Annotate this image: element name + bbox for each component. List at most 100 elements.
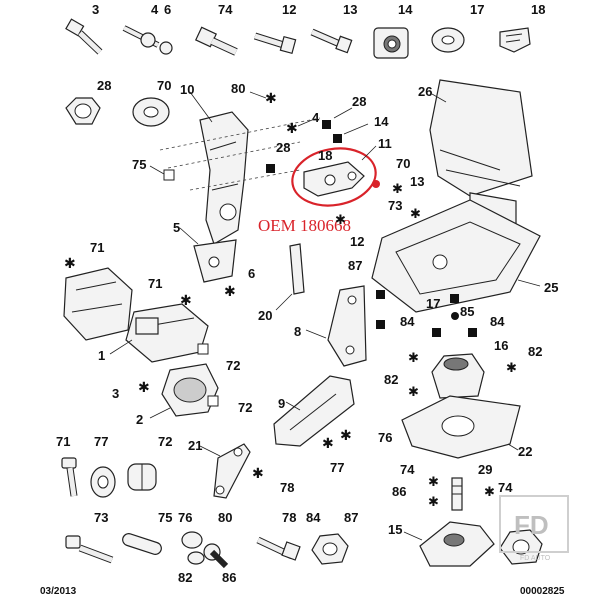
- label-74b: 74: [498, 480, 513, 495]
- engine-bracket-10: 10: [159, 82, 321, 245]
- svg-text:✱: ✱: [224, 283, 236, 299]
- mount-2: ✱ 3 2 72: [112, 363, 252, 427]
- square-marker-icon: [376, 290, 385, 299]
- label-8: 8: [294, 324, 301, 339]
- stud-icon: [122, 25, 173, 55]
- bar-20: 20: [258, 243, 305, 323]
- svg-text:✱: ✱: [408, 350, 419, 365]
- svg-text:✱: ✱: [410, 206, 421, 221]
- label-20: 20: [258, 308, 272, 323]
- label-21: 21: [188, 438, 202, 453]
- label-25: 25: [544, 280, 558, 295]
- label-28c: 28: [276, 140, 290, 155]
- label-71b: 71: [148, 276, 162, 291]
- svg-text:✱: ✱: [340, 427, 352, 443]
- bolt-80: 80 86: [203, 510, 236, 585]
- nut-84-87: 84 87: [306, 510, 358, 565]
- label-71c: 71: [56, 434, 70, 449]
- svg-text:✱: ✱: [252, 465, 264, 481]
- label-9: 9: [278, 396, 285, 411]
- svg-text:✱: ✱: [64, 255, 76, 271]
- svg-text:✱: ✱: [484, 484, 495, 499]
- label-16: 16: [494, 338, 508, 353]
- label-14: 14: [398, 2, 413, 17]
- svg-text:✱: ✱: [428, 474, 439, 489]
- bolt-71: 71: [56, 434, 78, 497]
- label-85: 85: [460, 304, 474, 319]
- svg-text:✱: ✱: [180, 292, 192, 308]
- spacer-76: 76 82: [178, 510, 205, 585]
- label-28b: 28: [352, 94, 366, 109]
- label-2: 2: [136, 412, 143, 427]
- label-70: 70: [157, 78, 171, 93]
- svg-text:✱: ✱: [408, 384, 419, 399]
- mount-bracket-1: 1 72: [98, 303, 240, 373]
- svg-text:✱: ✱: [322, 435, 334, 451]
- bolt-icon: [253, 32, 297, 55]
- square-marker-icon: 28: [266, 140, 290, 173]
- svg-text:✱: ✱: [506, 360, 517, 375]
- washer-70: 70: [132, 78, 171, 127]
- label-75b: 75: [158, 510, 172, 525]
- bracket-5: 5 ✱ 6: [173, 220, 255, 299]
- bushing-77: 77: [90, 434, 116, 498]
- square-marker-icon: [468, 328, 477, 337]
- square-marker-icon: 14: [333, 114, 389, 143]
- arm-9: 9 ✱ 76 ✱ 77: [273, 375, 392, 475]
- star-marker-icon: ✱ 80: [231, 81, 277, 106]
- label-87: 87: [348, 258, 362, 273]
- label-72a: 72: [226, 358, 240, 373]
- square-marker-icon: 28: [322, 94, 366, 129]
- label-14b: 14: [374, 114, 389, 129]
- label-73: 73: [388, 198, 402, 213]
- label-80b: 80: [218, 510, 232, 525]
- bracket-21: 21 ✱ 78: [188, 438, 294, 499]
- label-82c: 82: [178, 570, 192, 585]
- label-73b: 73: [94, 510, 108, 525]
- label-26: 26: [418, 84, 432, 99]
- label-76b: 76: [178, 510, 192, 525]
- label-12: 12: [282, 2, 296, 17]
- label-84a: 84: [400, 314, 415, 329]
- label-13b: 13: [410, 174, 424, 189]
- dot-marker-icon: [372, 180, 380, 188]
- square-marker-icon: [207, 395, 219, 407]
- label-1: 1: [98, 348, 105, 363]
- label-74a: 74: [400, 462, 415, 477]
- label-86b: 86: [222, 570, 236, 585]
- rubber-mount-71: ✱ 71: [63, 240, 133, 341]
- bracket-8: 8 87: [294, 258, 385, 367]
- star-marker-icon: ✱ 4: [286, 110, 320, 136]
- label-71a: 71: [90, 240, 104, 255]
- label-17b: 17: [426, 296, 440, 311]
- bolt-73: 73: [65, 510, 114, 564]
- highlight-ring: [291, 147, 377, 207]
- label-4: 4: [151, 2, 159, 17]
- label-11: 11: [378, 136, 392, 151]
- label-4b: 4: [312, 110, 320, 125]
- mount-15: 15: [388, 521, 495, 567]
- label-74: 74: [218, 2, 233, 17]
- cover-25: ✱ 73 25: [371, 198, 558, 313]
- svg-text:✱: ✱: [265, 90, 277, 106]
- square-marker-icon: 75: [132, 157, 175, 181]
- nut-85: [499, 529, 543, 565]
- stud-29: 74 ✱ 29 86 ✱ 74 ✱: [392, 462, 513, 511]
- highlighted-part-18: 18 11 70 ✱ 13 OEM 180668: [258, 136, 424, 235]
- oem-number: OEM 180668: [258, 216, 351, 235]
- square-marker-icon: [450, 294, 459, 303]
- svg-text:✱: ✱: [428, 494, 439, 509]
- label-76: 76: [378, 430, 392, 445]
- label-82b: 82: [384, 372, 398, 387]
- svg-text:✱: ✱: [138, 379, 150, 395]
- bolt-icon: [310, 28, 353, 54]
- star-marker-icon: ✱ 71: [148, 276, 192, 308]
- label-12b: 12: [350, 234, 364, 249]
- label-17: 17: [470, 2, 484, 17]
- label-75: 75: [132, 157, 146, 172]
- label-78: 78: [280, 480, 294, 495]
- label-29: 29: [478, 462, 492, 477]
- label-3b: 3: [112, 386, 119, 401]
- nut-28: 28: [65, 78, 111, 125]
- label-87b: 87: [344, 510, 358, 525]
